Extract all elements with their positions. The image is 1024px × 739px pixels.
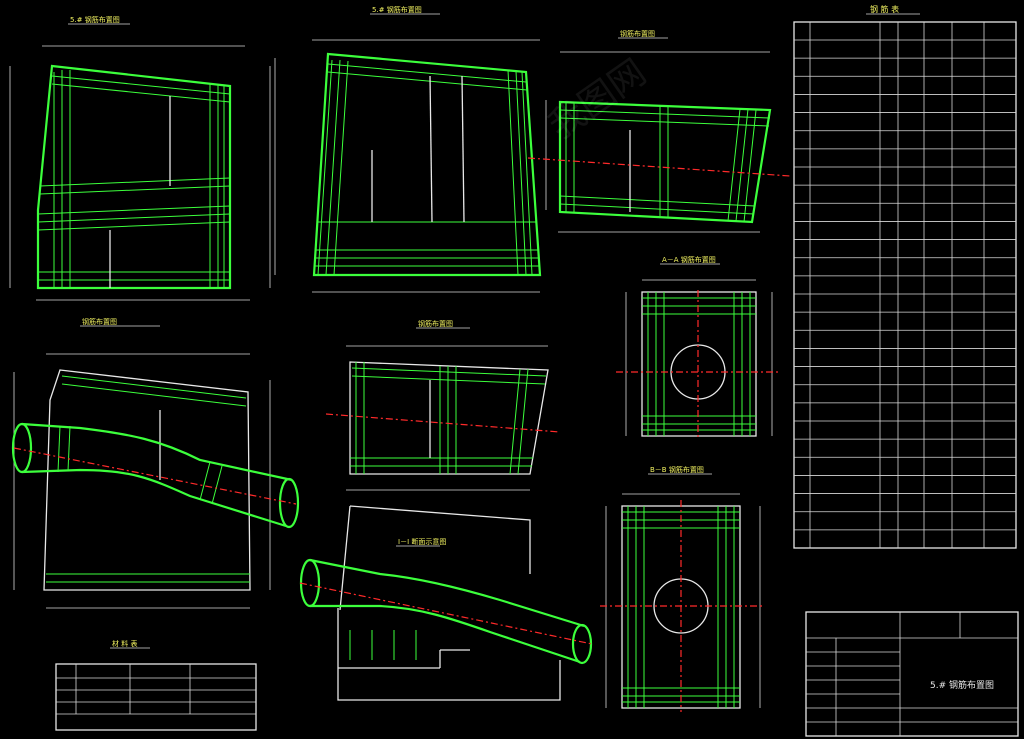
qty-title: 材 料 表 [112,639,137,648]
schedule-title: 钢 筋 表 [870,4,899,14]
section-b-title: B－B 钢筋布置图 [650,465,704,474]
section-a-title: A－A 钢筋布置图 [662,255,716,264]
section-a: A－A 钢筋布置图 [616,255,780,438]
rebar-schedule-table: 钢 筋 表 [793,4,1017,549]
view-mid-left: 钢筋布置图 [11,317,300,609]
view-top-right: 钢筋布置图 [527,29,791,233]
view-mid-center-title: 钢筋布置图 [418,319,453,328]
view-pipe-section: I－I 断面示意图 [299,505,593,701]
view-top-mid: 5.# 钢筋布置图 [274,5,542,293]
view-mid-left-title: 钢筋布置图 [82,317,117,326]
view-top-mid-title: 5.# 钢筋布置图 [372,5,422,14]
view-top-right-title: 钢筋布置图 [620,29,655,38]
pipe-section-title: I－I 断面示意图 [398,537,446,546]
view-top-left: 5.# 钢筋布置图 [9,15,271,301]
title-block: 5.# 钢筋布置图 [805,611,1019,737]
watermark: 我图网 [542,52,654,148]
view-mid-center: 钢筋布置图 [325,319,561,491]
quantity-table: 材 料 表 [55,639,257,731]
title-block-drawing-name: 5.# 钢筋布置图 [930,679,994,691]
section-b: B－B 钢筋布置图 [600,465,764,712]
view-top-left-title: 5.# 钢筋布置图 [70,15,120,24]
